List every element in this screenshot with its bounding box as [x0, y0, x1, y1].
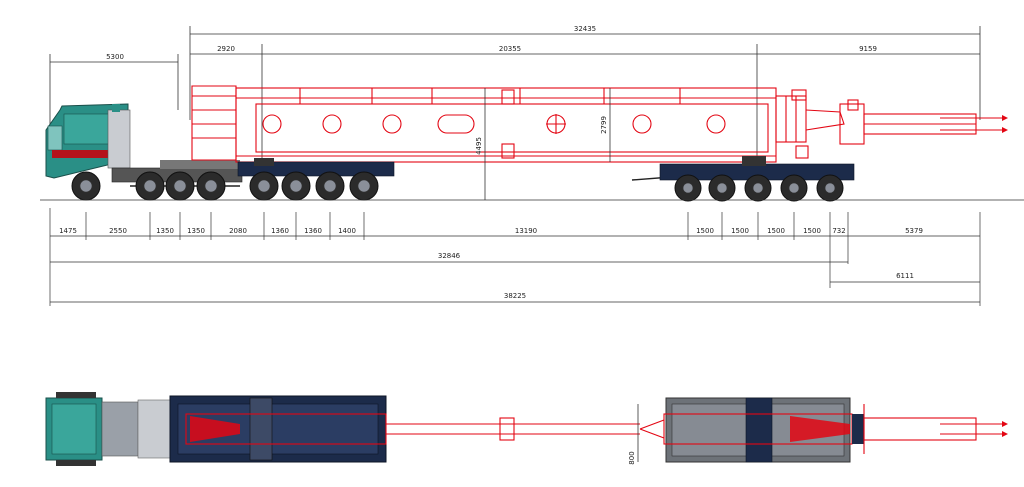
dim-rear-extension: 6111 — [896, 272, 914, 280]
dim-top-overall: 32435 — [574, 25, 596, 33]
top-dimensions: 32435 2920 20355 9159 5300 — [49, 25, 981, 175]
tractor-side-view — [45, 103, 243, 201]
dim-bottom-11: 1500 — [767, 227, 785, 235]
dim-bottom-13: 732 — [832, 227, 845, 235]
dim-top-front: 2920 — [217, 45, 235, 53]
dim-deck-height: 2799 — [600, 116, 608, 134]
dim-bottom-8: 13190 — [515, 227, 537, 235]
dim-top-middle: 20355 — [499, 45, 521, 53]
dim-bottom-7: 1400 — [338, 227, 356, 235]
dim-plan-width: 800 — [628, 451, 636, 464]
trailer-frame-side-view — [191, 85, 1008, 163]
dim-bottom-0: 1475 — [59, 227, 77, 235]
dim-bottom-3: 1350 — [187, 227, 205, 235]
load-frame-plan-view — [185, 413, 665, 445]
plan-width-dimension: 800 — [628, 404, 639, 465]
dim-bottom-12: 1500 — [803, 227, 821, 235]
dim-bottom-9: 1500 — [696, 227, 714, 235]
dim-bottom-6: 1360 — [304, 227, 322, 235]
bottom-dimensions: 1475 2550 1350 1350 2080 1360 1360 1400 … — [49, 208, 981, 306]
dim-combination-length: 32846 — [438, 252, 461, 260]
tractor-plan-view — [45, 392, 173, 466]
dim-bottom-1: 2550 — [109, 227, 127, 235]
dim-bottom-14: 5379 — [905, 227, 923, 235]
dim-bottom-2: 1350 — [156, 227, 174, 235]
rear-module-plan-view — [663, 397, 1008, 463]
dim-bottom-4: 2080 — [229, 227, 247, 235]
dim-height-total: 4495 — [475, 137, 483, 155]
rear-dolly-bogie — [631, 156, 855, 202]
dim-overall-length: 38225 — [504, 292, 526, 300]
vertical-dimensions: 4495 2799 — [40, 88, 1024, 201]
dim-bottom-5: 1360 — [271, 227, 289, 235]
dim-cab-span: 5300 — [106, 53, 124, 61]
front-module-bogie — [237, 158, 395, 201]
dim-top-rear: 9159 — [859, 45, 877, 53]
front-module-plan-view — [169, 395, 387, 463]
dim-bottom-10: 1500 — [731, 227, 749, 235]
